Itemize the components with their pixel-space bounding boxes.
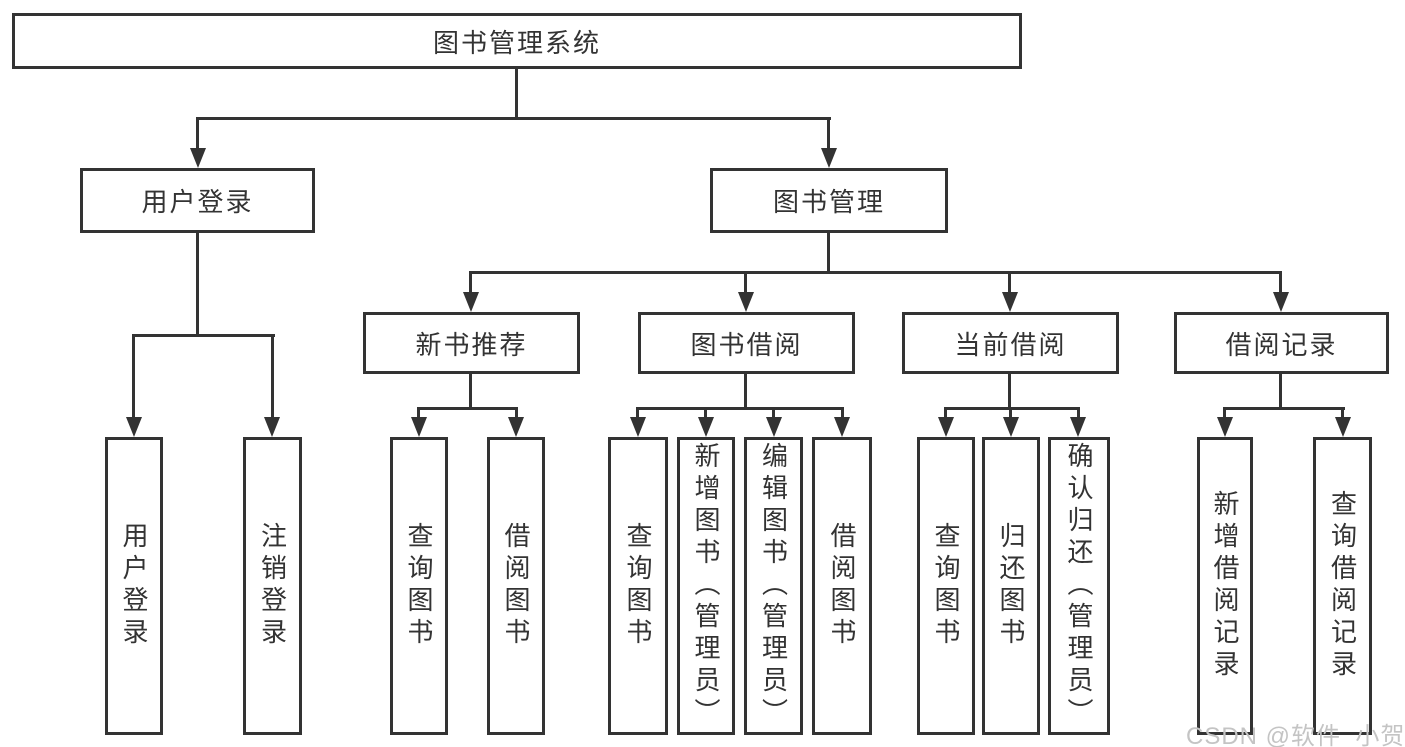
node-borrowing-records: 借阅记录 xyxy=(1174,312,1389,374)
arrowhead-icon xyxy=(1273,292,1289,312)
arrowhead-icon xyxy=(834,417,850,437)
node-label: 用户登录 xyxy=(119,522,149,650)
connector-line xyxy=(827,233,830,273)
watermark: CSDN @软件_小贺同学 xyxy=(1186,723,1405,747)
arrowhead-icon xyxy=(1003,417,1019,437)
node-label: 新增借阅记录 xyxy=(1210,490,1240,682)
connector-line xyxy=(1223,407,1226,418)
node-label: 借阅记录 xyxy=(1225,329,1338,360)
connector-line xyxy=(469,271,1282,274)
connector-line xyxy=(944,407,1080,410)
node-label: 编辑图书（管理员） xyxy=(758,442,789,730)
connector-line xyxy=(1279,374,1282,409)
node-label: 查询借阅记录 xyxy=(1327,490,1358,682)
node-label: 新书推荐 xyxy=(415,329,528,360)
arrowhead-icon xyxy=(698,417,714,437)
connector-line xyxy=(515,407,518,418)
arrowhead-icon xyxy=(126,417,142,437)
leaf-return-books: 归还图书 xyxy=(982,437,1040,735)
connector-line xyxy=(132,334,275,337)
arrowhead-icon xyxy=(1002,292,1018,312)
connector-line xyxy=(704,407,707,418)
node-label: 查询图书 xyxy=(623,522,653,650)
arrowhead-icon xyxy=(411,417,427,437)
leaf-user-login: 用户登录 xyxy=(105,437,163,735)
node-label: 借阅图书 xyxy=(827,522,857,650)
arrowhead-icon xyxy=(1217,417,1233,437)
node-book-management: 图书管理 xyxy=(710,168,948,233)
node-label: 注销登录 xyxy=(257,522,288,650)
connector-line xyxy=(1008,374,1011,409)
leaf-logout: 注销登录 xyxy=(243,437,302,735)
connector-line xyxy=(196,117,199,149)
leaf-query-borrow-record: 查询借阅记录 xyxy=(1313,437,1372,735)
arrowhead-icon xyxy=(938,417,954,437)
connector-line xyxy=(1008,271,1011,293)
leaf-add-books-admin: 新增图书（管理员） xyxy=(677,437,735,735)
node-label: 确认归还（管理员） xyxy=(1064,442,1094,730)
connector-line xyxy=(744,271,747,293)
node-book-borrowing: 图书借阅 xyxy=(638,312,855,374)
connector-line xyxy=(1223,407,1345,410)
node-label: 图书管理 xyxy=(772,187,885,217)
connector-line xyxy=(417,407,420,418)
connector-line xyxy=(515,69,518,118)
node-label: 用户登录 xyxy=(141,187,254,217)
arrowhead-icon xyxy=(264,417,280,437)
node-label: 借阅图书 xyxy=(501,522,531,650)
leaf-confirm-return-admin: 确认归还（管理员） xyxy=(1048,437,1110,735)
node-label: 查询图书 xyxy=(931,522,961,650)
connector-line xyxy=(469,271,472,293)
connector-line xyxy=(744,374,747,409)
leaf-add-borrow-record: 新增借阅记录 xyxy=(1197,437,1253,735)
arrowhead-icon xyxy=(1070,417,1086,437)
node-user-login: 用户登录 xyxy=(80,168,315,233)
connector-line xyxy=(132,334,135,418)
connector-line xyxy=(1009,407,1012,418)
leaf-edit-books-admin: 编辑图书（管理员） xyxy=(744,437,803,735)
connector-line xyxy=(271,334,274,418)
arrowhead-icon xyxy=(821,148,837,168)
node-label: 归还图书 xyxy=(996,522,1026,650)
connector-line xyxy=(196,233,199,336)
arrowhead-icon xyxy=(508,417,524,437)
leaf-borrow-books-borrowing: 借阅图书 xyxy=(812,437,872,735)
connector-line xyxy=(1279,271,1282,293)
connector-line xyxy=(196,117,831,120)
connector-line xyxy=(827,117,830,149)
connector-line xyxy=(636,407,639,418)
node-label: 查询图书 xyxy=(404,522,434,650)
connector-line xyxy=(841,407,844,418)
arrowhead-icon xyxy=(190,148,206,168)
connector-line xyxy=(469,374,472,409)
node-label: 新增图书（管理员） xyxy=(691,442,721,730)
arrowhead-icon xyxy=(738,292,754,312)
arrowhead-icon xyxy=(630,417,646,437)
connector-line xyxy=(417,407,518,410)
node-new-book-recommend: 新书推荐 xyxy=(363,312,580,374)
node-root-system: 图书管理系统 xyxy=(12,13,1022,69)
node-current-borrowing: 当前借阅 xyxy=(902,312,1119,374)
connector-line xyxy=(1341,407,1344,418)
connector-line xyxy=(1077,407,1080,418)
leaf-query-books-recommend: 查询图书 xyxy=(390,437,448,735)
arrowhead-icon xyxy=(766,417,782,437)
node-label: 当前借阅 xyxy=(954,329,1067,360)
arrowhead-icon xyxy=(463,292,479,312)
connector-line xyxy=(772,407,775,418)
arrowhead-icon xyxy=(1335,417,1351,437)
connector-line xyxy=(636,407,844,410)
leaf-query-books-current: 查询图书 xyxy=(917,437,975,735)
node-label: 图书借阅 xyxy=(690,329,803,360)
leaf-query-books-borrowing: 查询图书 xyxy=(608,437,668,735)
connector-line xyxy=(944,407,947,418)
leaf-borrow-books-recommend: 借阅图书 xyxy=(487,437,545,735)
node-label: 图书管理系统 xyxy=(432,27,601,58)
